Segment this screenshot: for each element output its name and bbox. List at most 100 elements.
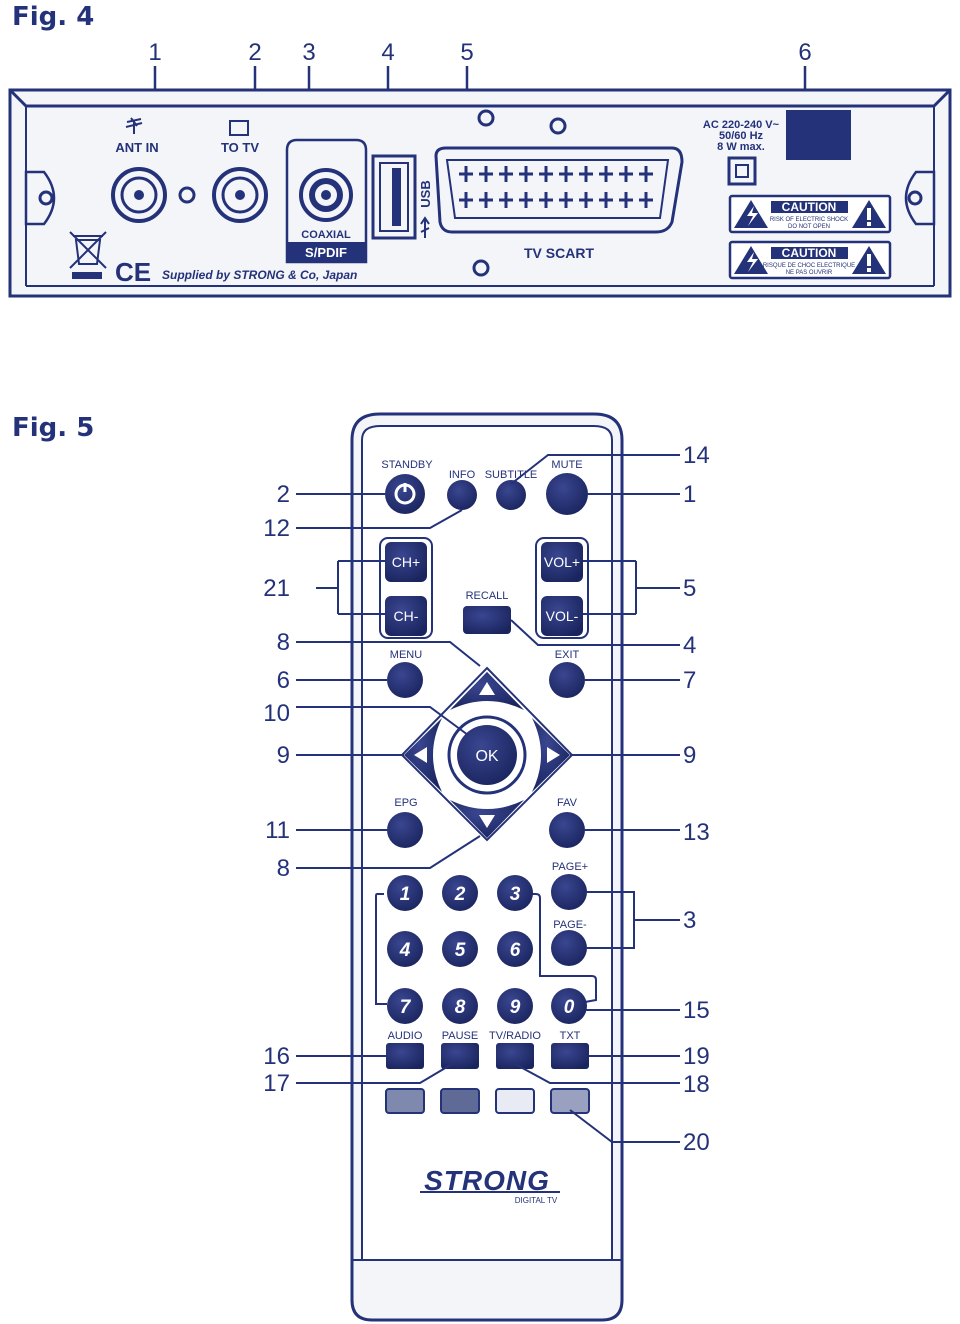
subtitle-label: SUBTITLE	[485, 469, 538, 481]
color-key-yellow-button[interactable]	[495, 1088, 535, 1114]
mute-button[interactable]	[546, 473, 588, 515]
scart-pin	[599, 198, 613, 202]
svg-text:5: 5	[455, 940, 466, 961]
callout-6: 6	[798, 39, 811, 66]
page-minus-label: PAGE-	[553, 919, 587, 931]
scart-pin	[639, 198, 653, 202]
digit-2-button[interactable]: 2	[442, 875, 478, 911]
recall-button[interactable]	[463, 606, 511, 634]
down-button[interactable]	[450, 800, 524, 838]
callout-15: 15	[683, 997, 710, 1024]
usb-label: USB	[418, 180, 433, 207]
callout-2: 2	[248, 39, 261, 66]
callout-8-up: 8	[277, 629, 290, 656]
color-key-red-button[interactable]	[385, 1088, 425, 1114]
to-tv-label: TO TV	[221, 140, 259, 155]
scart-pin	[459, 198, 473, 202]
callout-6: 6	[277, 667, 290, 694]
digit-7-button[interactable]: 7	[387, 988, 423, 1024]
page-plus-button[interactable]	[551, 874, 587, 910]
epg-button[interactable]	[387, 812, 423, 848]
page-minus-button[interactable]	[551, 930, 587, 966]
caution-1-title: CAUTION	[782, 200, 837, 214]
power-rating-line1: AC 220-240 V~	[703, 119, 780, 131]
color-key-blue-button[interactable]	[550, 1088, 590, 1114]
caution-1-line2: DO NOT OPEN	[788, 224, 830, 230]
caution-label-1	[728, 194, 892, 234]
callout-21: 21	[263, 575, 290, 602]
subtitle-button[interactable]	[496, 480, 526, 510]
right-button[interactable]	[532, 718, 570, 792]
menu-button[interactable]	[387, 662, 423, 698]
mute-label: MUTE	[551, 459, 582, 471]
callout-10: 10	[263, 700, 290, 727]
svg-text:VOL+: VOL+	[544, 554, 580, 570]
callout-11: 11	[265, 817, 290, 844]
usb-connector	[371, 154, 430, 240]
power-rating-line2: 50/60 Hz	[719, 130, 764, 142]
digits-bracket-left	[375, 893, 387, 1005]
up-button[interactable]	[450, 672, 524, 710]
scart-pin	[599, 172, 613, 176]
power-rating-line3: 8 W max.	[717, 141, 765, 153]
navigation-pad: OK	[400, 666, 574, 842]
info-button[interactable]	[447, 480, 477, 510]
digit-9-button[interactable]: 9	[497, 988, 533, 1024]
exit-button[interactable]	[549, 662, 585, 698]
callout-18: 18	[683, 1071, 710, 1098]
digit-0-button[interactable]: 0	[551, 988, 587, 1024]
callout-13: 13	[683, 819, 710, 846]
callout-5: 5	[683, 575, 696, 602]
ch-minus-button[interactable]: CH-	[385, 596, 427, 636]
callout-2: 2	[277, 481, 290, 508]
tv-radio-button[interactable]	[496, 1043, 534, 1069]
color-key-row	[385, 1088, 590, 1114]
ch-plus-button[interactable]: CH+	[385, 542, 427, 582]
vol-minus-button[interactable]: VOL-	[541, 596, 583, 636]
svg-text:6: 6	[510, 940, 521, 961]
audio-button[interactable]	[386, 1043, 424, 1069]
svg-text:1: 1	[400, 884, 411, 905]
coaxial-label: COAXIAL	[301, 229, 351, 241]
fav-label: FAV	[557, 797, 578, 809]
svg-text:CH+: CH+	[392, 554, 420, 570]
digit-5-button[interactable]: 5	[442, 931, 478, 967]
callout-9-left: 9	[277, 742, 290, 769]
svg-text:3: 3	[510, 884, 521, 905]
caution-label-2	[728, 240, 892, 280]
vol-plus-button[interactable]: VOL+	[541, 542, 583, 582]
digit-1-button[interactable]: 1	[387, 875, 423, 911]
svg-text:OK: OK	[475, 748, 498, 765]
ce-mark: CE	[115, 257, 151, 287]
ok-button[interactable]: OK	[457, 725, 517, 785]
svg-text:8: 8	[455, 997, 466, 1018]
callout-14: 14	[683, 442, 710, 469]
scart-pin	[479, 172, 493, 176]
coaxial-connector	[285, 138, 368, 264]
fav-button[interactable]	[549, 812, 585, 848]
spdif-label: S/PDIF	[305, 245, 347, 260]
scart-pin	[639, 172, 653, 176]
callout-4: 4	[381, 39, 394, 66]
caution-1-line1: RISK OF ELECTRIC SHOCK	[770, 217, 848, 223]
to-tv-connector	[212, 120, 268, 223]
pause-button[interactable]	[441, 1043, 479, 1069]
left-button[interactable]	[404, 718, 442, 792]
brand-logo: STRONG	[424, 1165, 550, 1196]
brand-sub: DIGITAL TV	[515, 1196, 558, 1205]
standby-button[interactable]	[385, 474, 425, 514]
antenna-icon	[125, 117, 143, 134]
color-key-green-button[interactable]	[440, 1088, 480, 1114]
digit-4-button[interactable]: 4	[387, 931, 423, 967]
ch-vol-frames	[379, 537, 589, 639]
digit-8-button[interactable]: 8	[442, 988, 478, 1024]
callout-17: 17	[263, 1070, 290, 1097]
ant-in-connector	[111, 117, 167, 223]
svg-text:2: 2	[454, 884, 466, 905]
digit-6-button[interactable]: 6	[497, 931, 533, 967]
fig4-title: Fig. 4	[12, 2, 95, 32]
supplied-by-label: Supplied by STRONG & Co, Japan	[162, 268, 357, 282]
digit-3-button[interactable]: 3	[497, 875, 533, 911]
txt-button[interactable]	[551, 1043, 589, 1069]
